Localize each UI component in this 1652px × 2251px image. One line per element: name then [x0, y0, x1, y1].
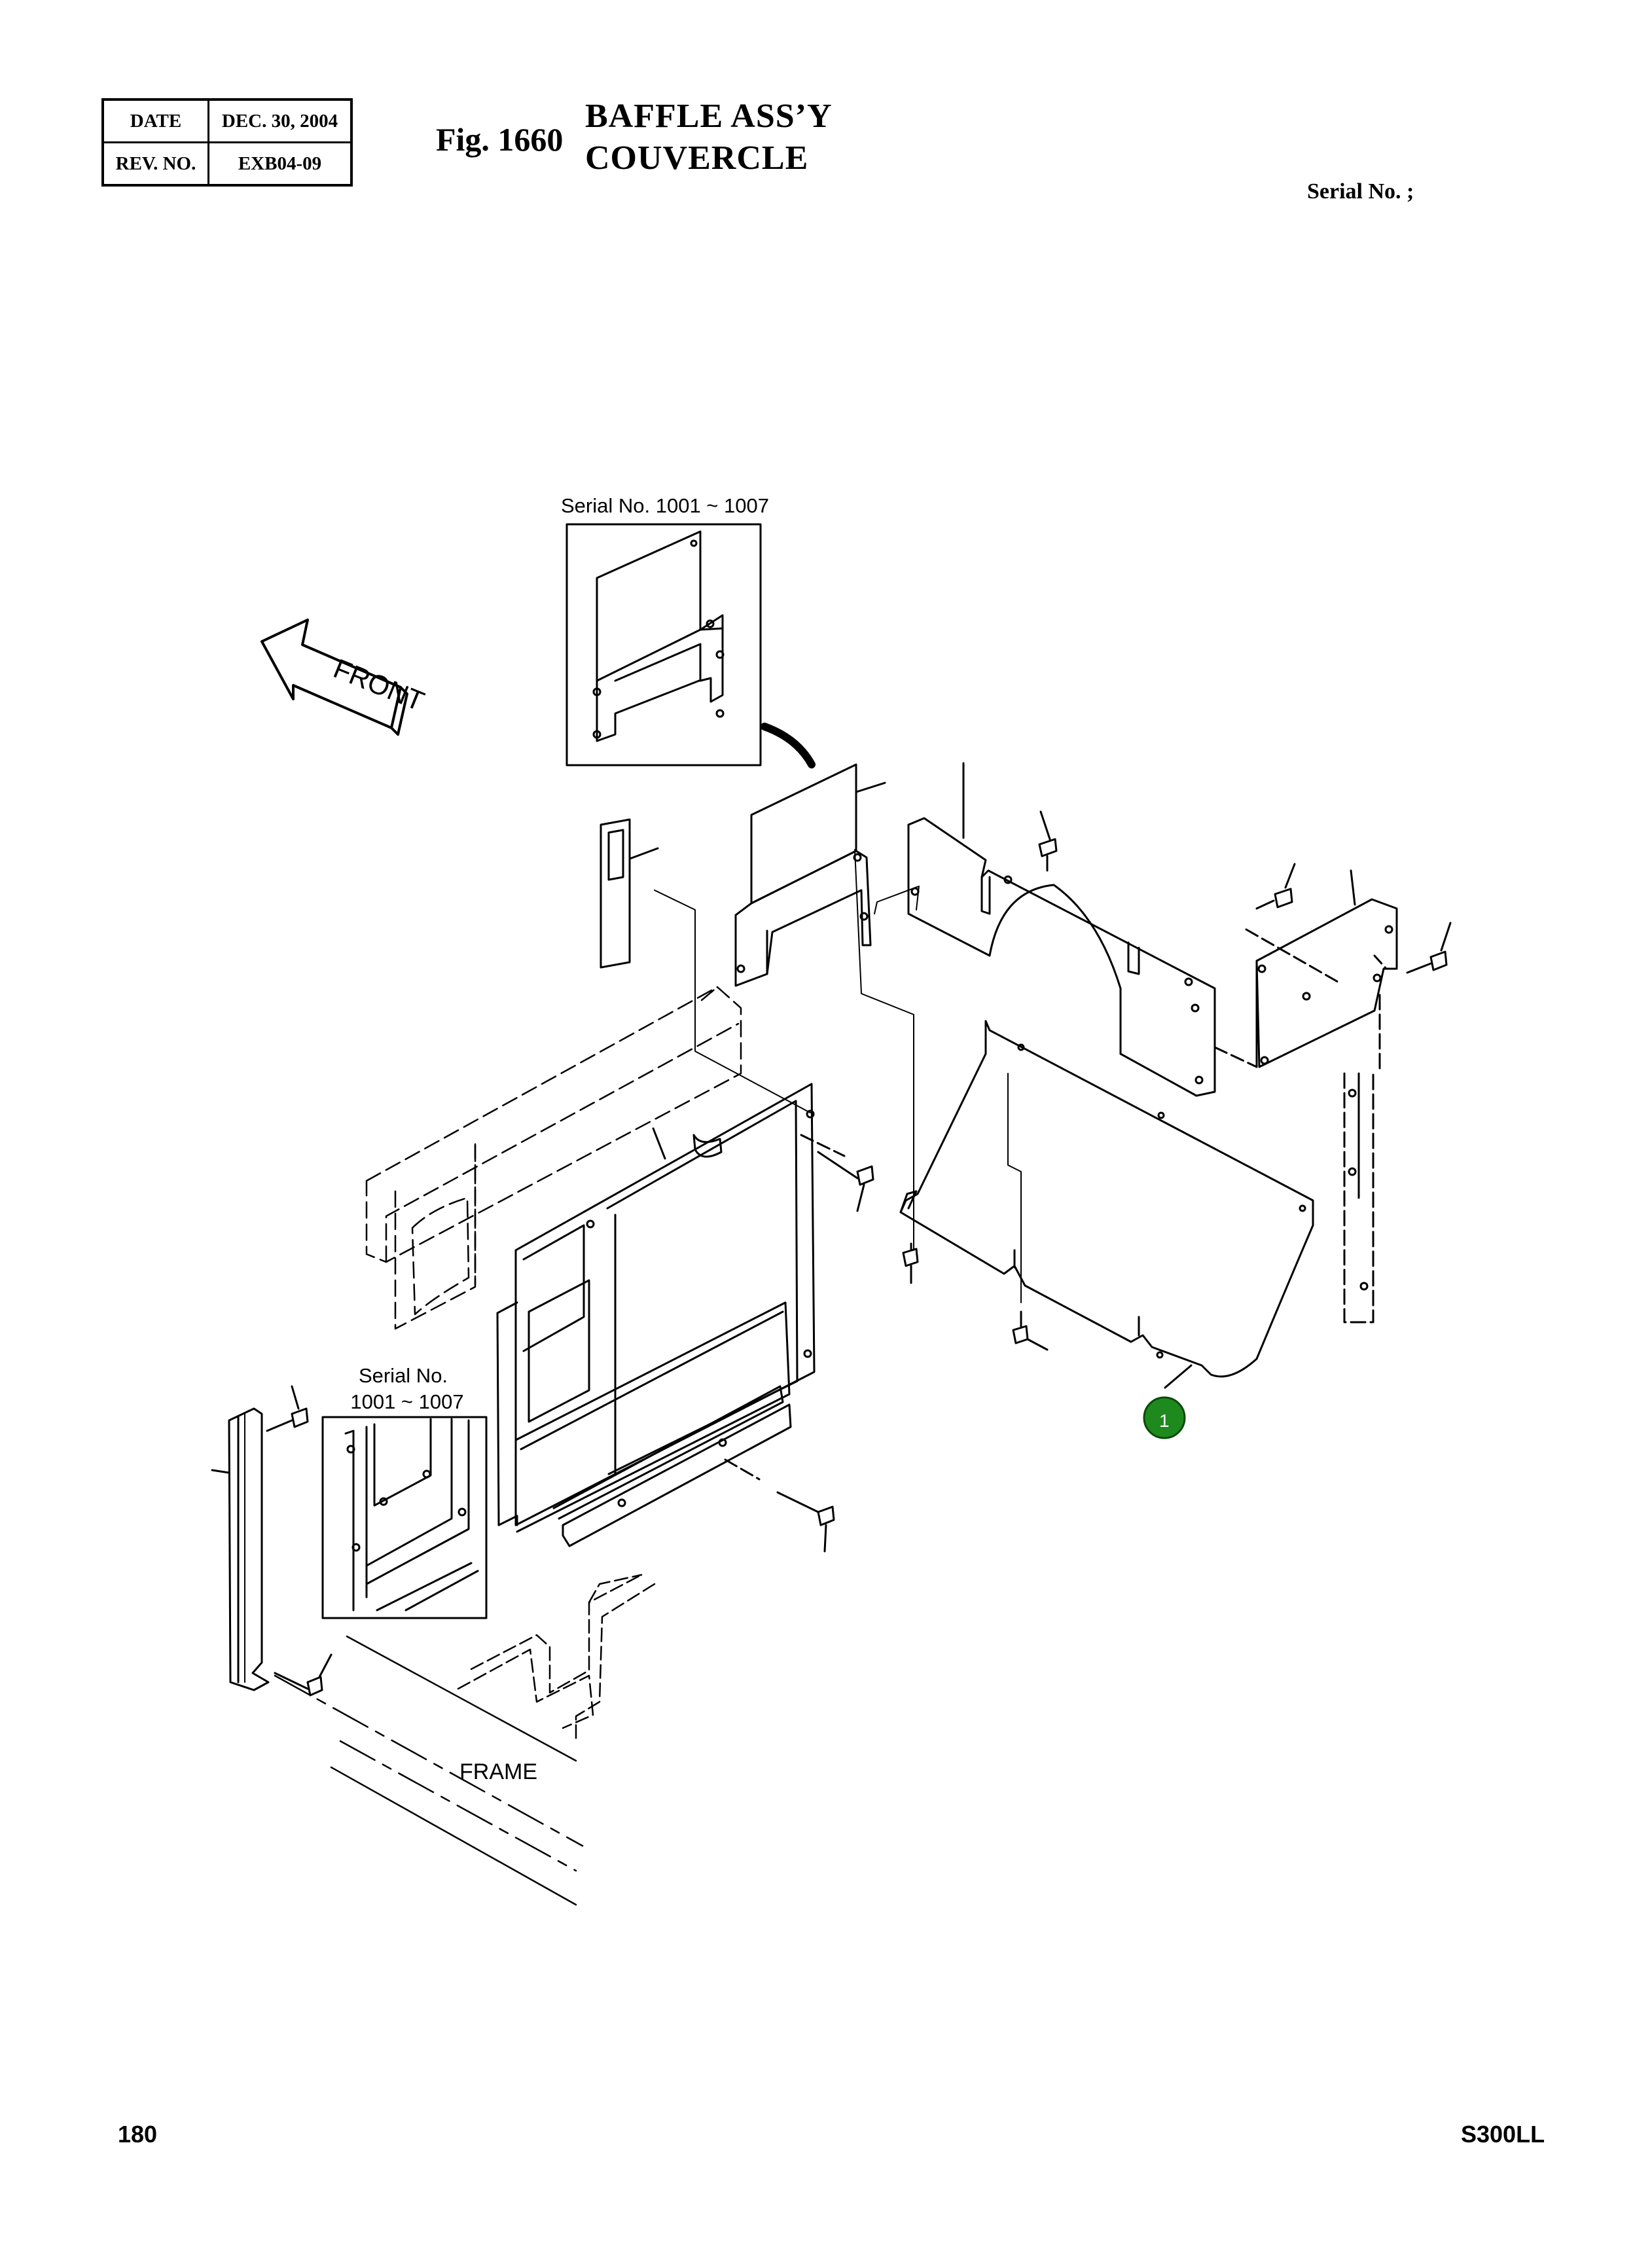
callout-item-1[interactable]: 1	[1143, 1396, 1186, 1439]
small-vertical-bracket	[600, 818, 659, 969]
figure-number: Fig. 1660	[436, 121, 564, 158]
bolt-1	[1038, 810, 1058, 872]
detail-left-label-1: Serial No.	[359, 1364, 448, 1387]
page-number: 180	[118, 2121, 158, 2148]
bolt-9	[274, 1653, 332, 1697]
frame-label: FRAME	[459, 1759, 537, 1784]
revision-table: DATE DEC. 30, 2004 REV. NO. EXB04-09	[101, 98, 353, 187]
frame-bottom	[274, 1574, 656, 1906]
bolt-6	[1012, 1310, 1049, 1351]
figure-title-french: COUVERCLE	[585, 139, 809, 177]
upper-bracket-panel	[734, 763, 886, 987]
control-panel-assembly	[496, 1083, 846, 1547]
detail-pointer-arrow	[761, 723, 816, 768]
detail-left-label-2: 1001 ~ 1007	[350, 1390, 463, 1413]
detail-box-left	[321, 1416, 488, 1619]
rev-label: REV. NO.	[101, 141, 209, 187]
right-side-bracket	[1245, 869, 1398, 1324]
bolt-5	[902, 1242, 919, 1284]
date-label: DATE	[101, 98, 209, 143]
bolt-4	[817, 1151, 874, 1212]
front-arrow	[260, 619, 408, 736]
lower-baffle-part-1	[899, 1020, 1314, 1389]
bolt-group	[266, 810, 1452, 1697]
detail-left-panel	[344, 1418, 479, 1612]
figure-title-english: BAFFLE ASS’Y	[585, 98, 833, 135]
detail-box-top	[566, 523, 762, 766]
detail-top-bracket	[592, 530, 725, 742]
bolt-7	[776, 1491, 835, 1553]
callout-item-1-number: 1	[1159, 1411, 1170, 1431]
date-value: DEC. 30, 2004	[207, 98, 353, 143]
frame-rail-left	[365, 986, 742, 1330]
bolt-3	[1406, 922, 1452, 974]
serial-number-label: Serial No. ;	[1307, 179, 1414, 204]
assembly-leader-lines	[654, 849, 920, 1251]
detail-top-label: Serial No. 1001 ~ 1007	[561, 494, 769, 517]
model-code: S300LL	[1461, 2121, 1545, 2148]
rev-value: EXB04-09	[207, 141, 353, 187]
curved-cutout-bracket	[907, 762, 1258, 1097]
left-vertical-bracket	[211, 1407, 270, 1691]
bolt-8	[266, 1385, 309, 1432]
bolt-2	[1255, 863, 1296, 910]
